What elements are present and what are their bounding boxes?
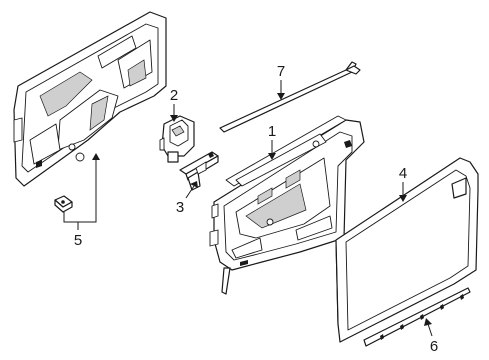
callout-4: 4 (399, 165, 407, 182)
leader-lines (63, 80, 433, 337)
door-lock-actuator (159, 115, 195, 163)
lower-door-molding (363, 287, 471, 347)
callout-labels: 7 2 1 3 4 5 6 (74, 63, 438, 355)
callout-7: 7 (277, 63, 285, 80)
handle-bracket (179, 151, 219, 191)
callout-2: 2 (170, 87, 178, 104)
door-outer-skin (335, 157, 479, 343)
door-inner-frame (209, 115, 365, 295)
callout-6: 6 (430, 338, 438, 355)
callout-3: 3 (176, 199, 184, 216)
door-weatherstrip (219, 61, 361, 133)
trim-clip (54, 195, 73, 213)
callout-1: 1 (268, 123, 276, 140)
door-trim-panel (13, 11, 167, 187)
callout-5: 5 (74, 232, 82, 249)
